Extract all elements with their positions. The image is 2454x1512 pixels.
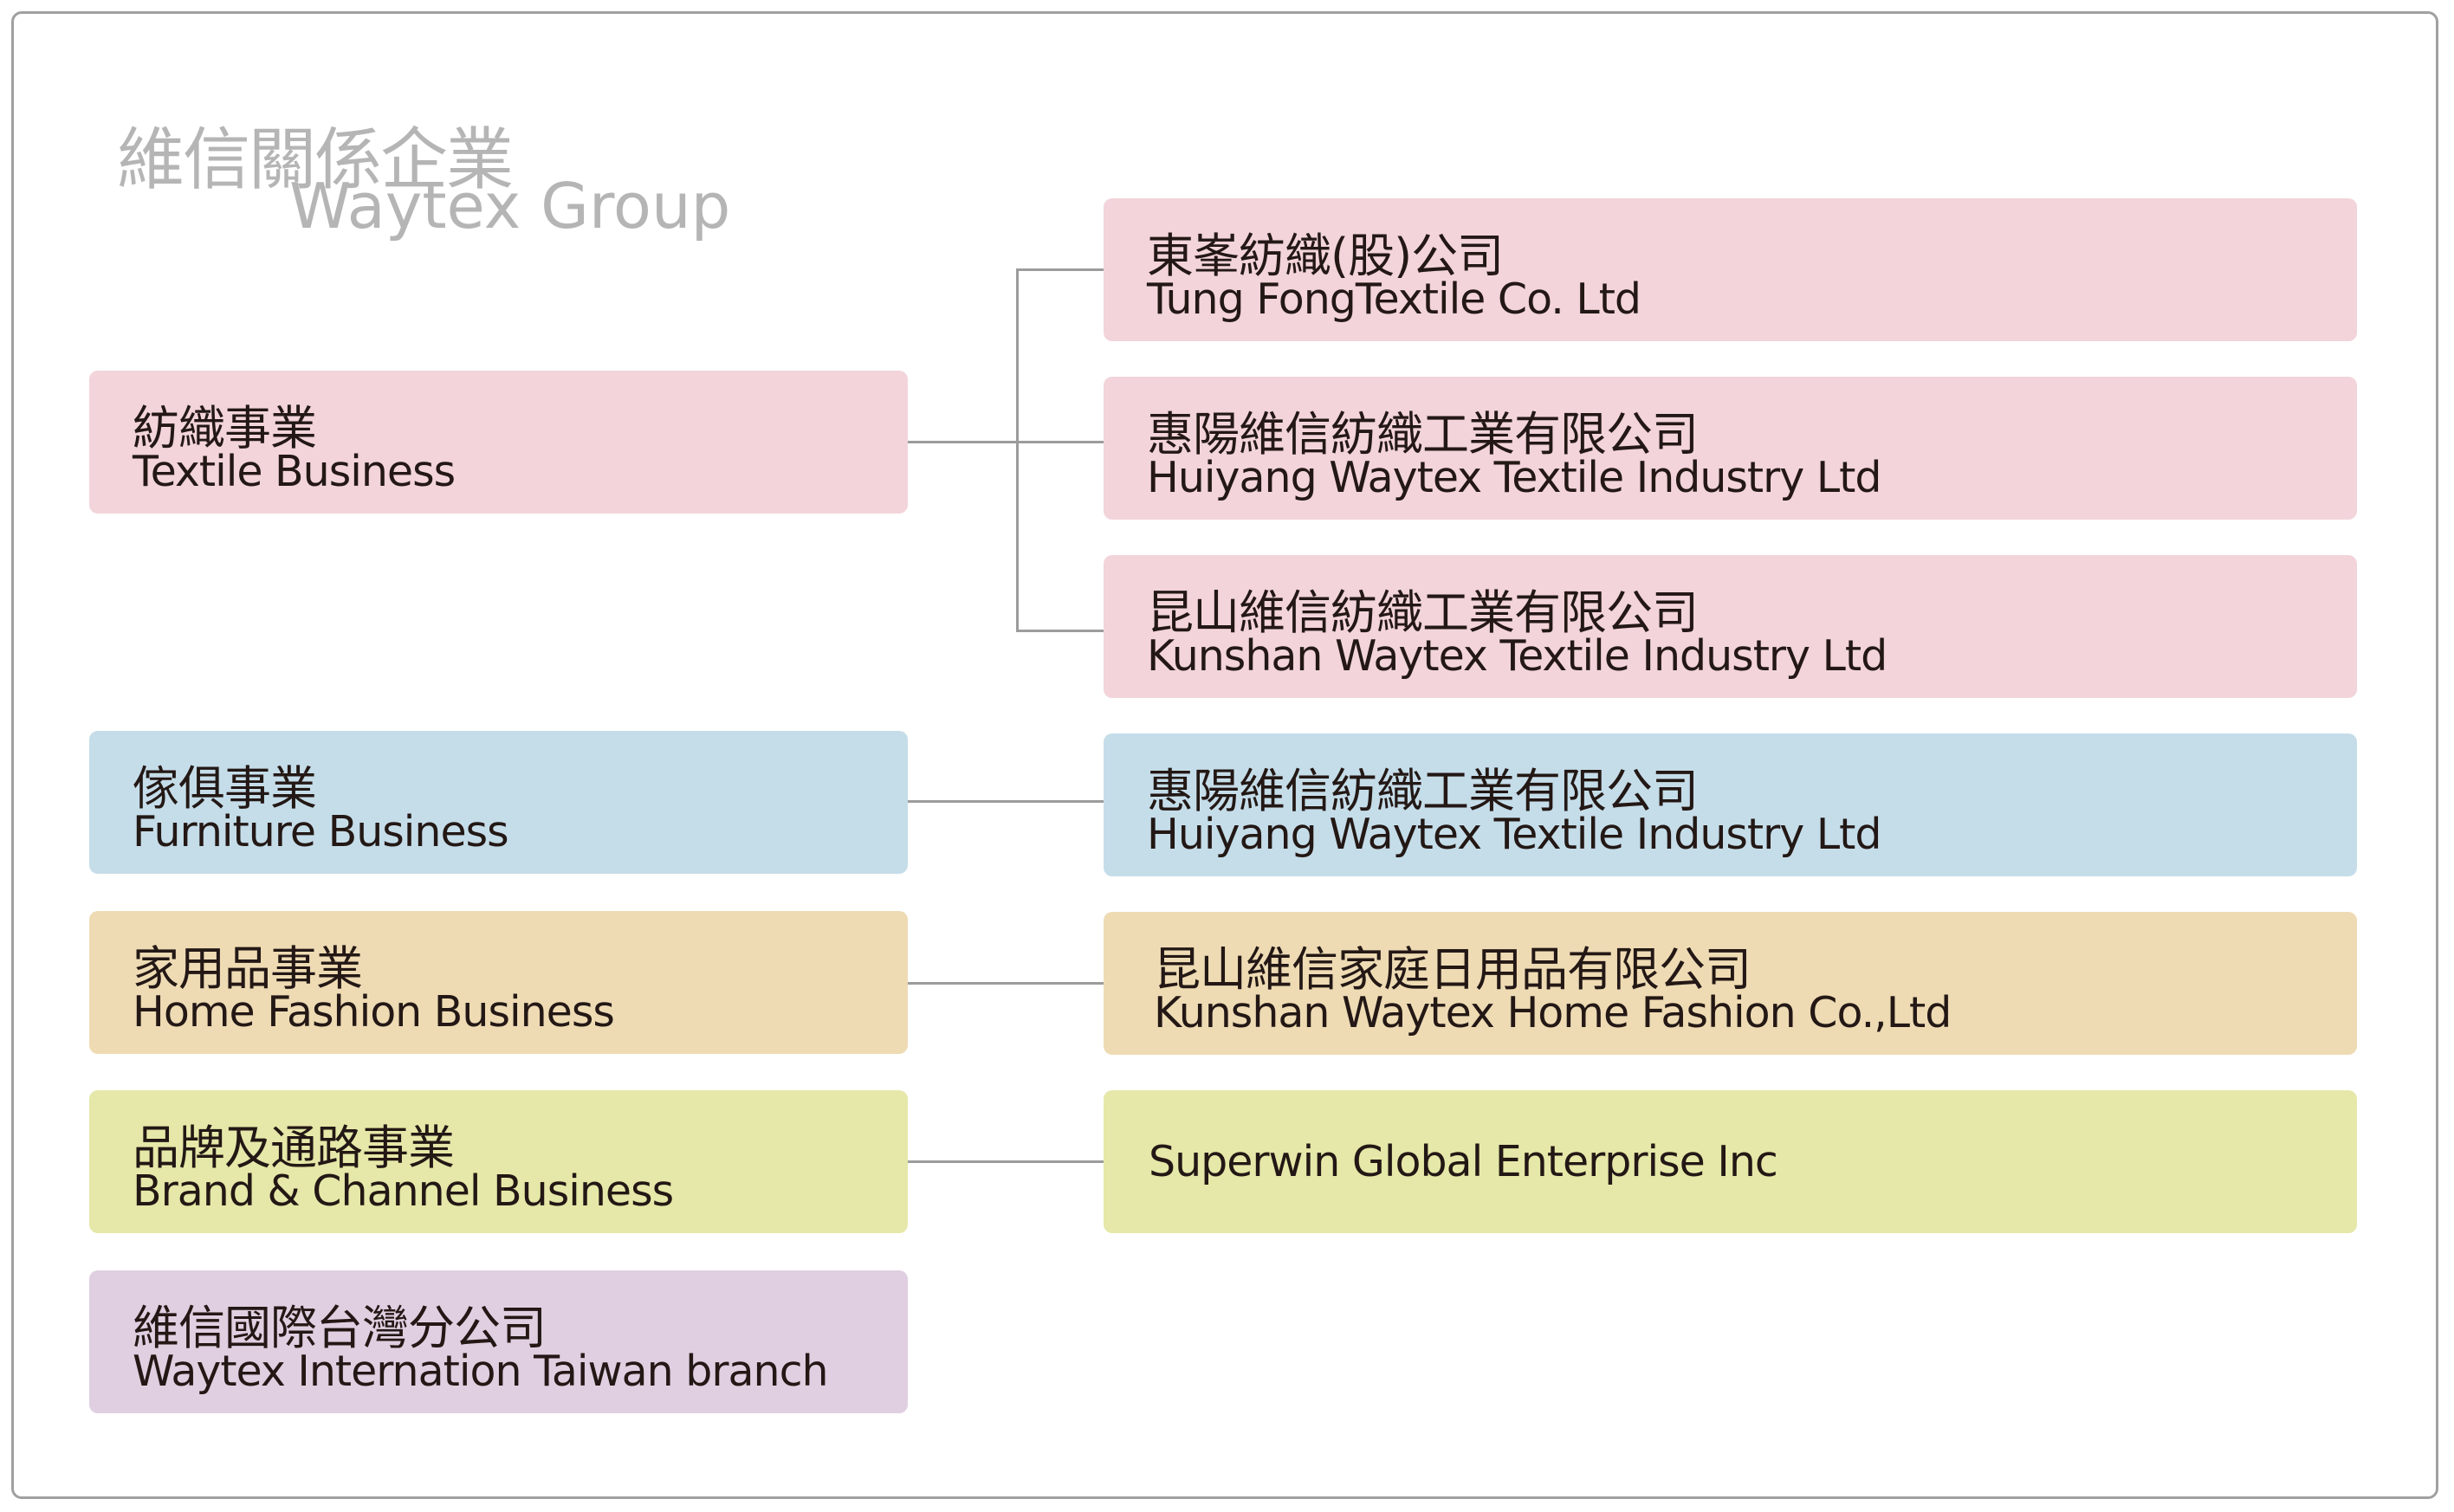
division-brand-channel: 品牌及通路事業 Brand & Channel Business xyxy=(89,1090,908,1233)
company-name-cn: 惠陽維信紡織工業有限公司 xyxy=(1147,764,1699,818)
connector-textile-1 xyxy=(1016,268,1104,271)
title-english: Waytex Group xyxy=(289,170,731,242)
connector-textile-vertical xyxy=(1016,268,1019,632)
company-name-cn: 昆山維信家庭日用品有限公司 xyxy=(1154,942,1751,997)
division-name-cn: 品牌及通路事業 xyxy=(133,1121,455,1175)
division-furniture: 傢俱事業 Furniture Business xyxy=(89,731,908,874)
division-name-en: Waytex Internation Taiwan branch xyxy=(133,1347,829,1396)
division-name-en: Brand & Channel Business xyxy=(133,1166,674,1216)
company-tung-fong: 東峯紡織(股)公司 Tung FongTextile Co. Ltd xyxy=(1104,198,2357,341)
company-name-cn: 昆山維信紡織工業有限公司 xyxy=(1147,585,1699,640)
connector-furniture xyxy=(908,800,1104,803)
company-name-en: Superwin Global Enterprise Inc xyxy=(1149,1137,1778,1186)
connector-home xyxy=(908,982,1104,985)
division-taiwan-branch: 維信國際台灣分公司 Waytex Internation Taiwan bran… xyxy=(89,1270,908,1413)
connector-textile-3 xyxy=(1016,630,1104,632)
company-name-en: Tung FongTextile Co. Ltd xyxy=(1147,275,1641,324)
division-name-en: Furniture Business xyxy=(133,807,509,856)
division-name-cn: 紡織事業 xyxy=(133,401,317,456)
division-name-en: Textile Business xyxy=(133,447,456,496)
company-huiyang-furniture: 惠陽維信紡織工業有限公司 Huiyang Waytex Textile Indu… xyxy=(1104,733,2357,876)
company-kunshan-textile: 昆山維信紡織工業有限公司 Kunshan Waytex Textile Indu… xyxy=(1104,555,2357,698)
company-name-cn: 惠陽維信紡織工業有限公司 xyxy=(1147,407,1699,462)
company-superwin: Superwin Global Enterprise Inc xyxy=(1104,1090,2357,1233)
division-name-cn: 傢俱事業 xyxy=(133,761,317,816)
company-huiyang-textile: 惠陽維信紡織工業有限公司 Huiyang Waytex Textile Indu… xyxy=(1104,377,2357,520)
chart-frame xyxy=(11,11,2438,1499)
connector-textile-2 xyxy=(1016,441,1104,443)
title-chinese: 維信關係企業 xyxy=(117,121,514,199)
company-name-en: Huiyang Waytex Textile Industry Ltd xyxy=(1147,453,1881,502)
division-name-cn: 家用品事業 xyxy=(133,941,363,996)
company-name-en: Huiyang Waytex Textile Industry Ltd xyxy=(1147,810,1881,859)
division-name-en: Home Fashion Business xyxy=(133,987,615,1037)
company-name-en: Kunshan Waytex Home Fashion Co.,Ltd xyxy=(1154,988,1952,1037)
company-kunshan-home: 昆山維信家庭日用品有限公司 Kunshan Waytex Home Fashio… xyxy=(1104,912,2357,1055)
division-textile: 紡織事業 Textile Business xyxy=(89,371,908,514)
connector-brand xyxy=(908,1160,1104,1163)
connector-textile-main xyxy=(908,441,1018,443)
company-name-en: Kunshan Waytex Textile Industry Ltd xyxy=(1147,631,1887,681)
company-name-cn: 東峯紡織(股)公司 xyxy=(1147,229,1504,283)
division-home-fashion: 家用品事業 Home Fashion Business xyxy=(89,911,908,1054)
division-name-cn: 維信國際台灣分公司 xyxy=(133,1301,547,1355)
